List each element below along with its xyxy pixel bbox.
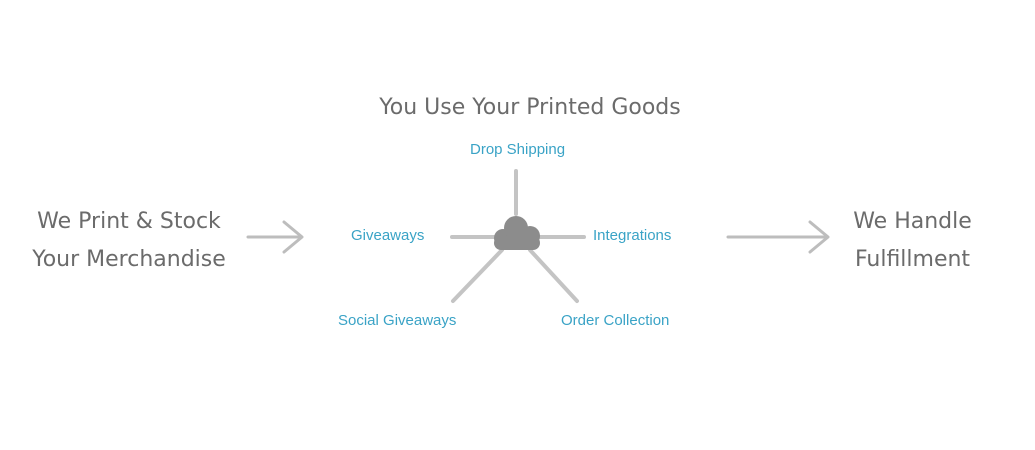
hub-spokes — [450, 169, 586, 303]
step-print-line-1: We Print & Stock — [37, 209, 221, 234]
cloud-icon — [494, 216, 540, 250]
step-fulfillment-line-2: Fulfillment — [854, 247, 971, 272]
use-order-collection: Order Collection — [561, 312, 670, 329]
arrow-right-icon — [726, 220, 830, 254]
spoke-order-collection — [528, 248, 579, 303]
use-drop-shipping: Drop Shipping — [470, 141, 566, 158]
use-social-giveaways: Social Giveaways — [338, 312, 457, 329]
hub-title: You Use Your Printed Goods — [379, 95, 681, 120]
step-print-line-2: Your Merchandise — [32, 247, 226, 272]
spoke-social-giveaways — [451, 248, 504, 303]
step-fulfillment: We Handle Fulfillment — [835, 203, 990, 279]
step-fulfillment-line-1: We Handle — [853, 209, 972, 234]
use-integrations: Integrations — [593, 227, 672, 244]
arrow-right-icon — [246, 220, 304, 254]
use-giveaways: Giveaways — [351, 227, 425, 244]
step-print-and-stock: We Print & Stock Your Merchandise — [20, 203, 238, 279]
